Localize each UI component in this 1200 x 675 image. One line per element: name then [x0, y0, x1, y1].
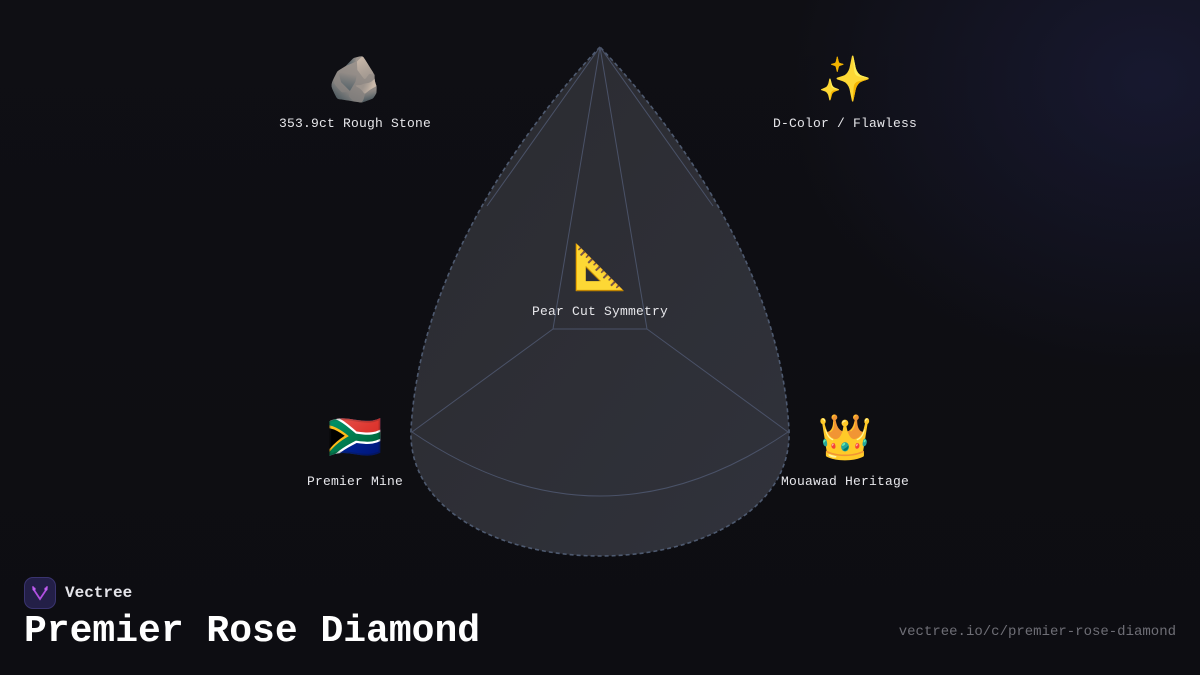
- node-label: D-Color / Flawless: [772, 116, 918, 131]
- crown-icon: 👑: [817, 412, 873, 463]
- triangular-ruler-icon: 📐: [572, 242, 628, 293]
- diamond-outline: [410, 45, 790, 557]
- node-label: Premier Mine: [306, 474, 403, 489]
- node-label: Mouawad Heritage: [780, 474, 910, 489]
- node-origin[interactable]: 🇿🇦 Premier Mine: [245, 412, 465, 489]
- page-url[interactable]: vectree.io/c/premier-rose-diamond: [898, 624, 1176, 640]
- node-color-clarity[interactable]: ✨ D-Color / Flawless: [735, 54, 955, 131]
- brand-name: Vectree: [65, 584, 133, 602]
- south-africa-flag-icon: 🇿🇦: [327, 412, 383, 463]
- vectree-logo-icon: [24, 577, 56, 609]
- node-label: 353.9ct Rough Stone: [278, 116, 432, 131]
- diamond-facets: [411, 46, 789, 497]
- sparkles-icon: ✨: [817, 54, 873, 105]
- node-heritage[interactable]: 👑 Mouawad Heritage: [735, 412, 955, 489]
- node-cut[interactable]: 📐 Pear Cut Symmetry: [490, 242, 710, 319]
- page-title: Premier Rose Diamond: [24, 610, 481, 653]
- rock-icon: 🪨: [327, 54, 383, 105]
- node-rough-stone[interactable]: 🪨 353.9ct Rough Stone: [245, 54, 465, 131]
- node-label: Pear Cut Symmetry: [531, 304, 669, 319]
- brand[interactable]: Vectree: [24, 577, 132, 609]
